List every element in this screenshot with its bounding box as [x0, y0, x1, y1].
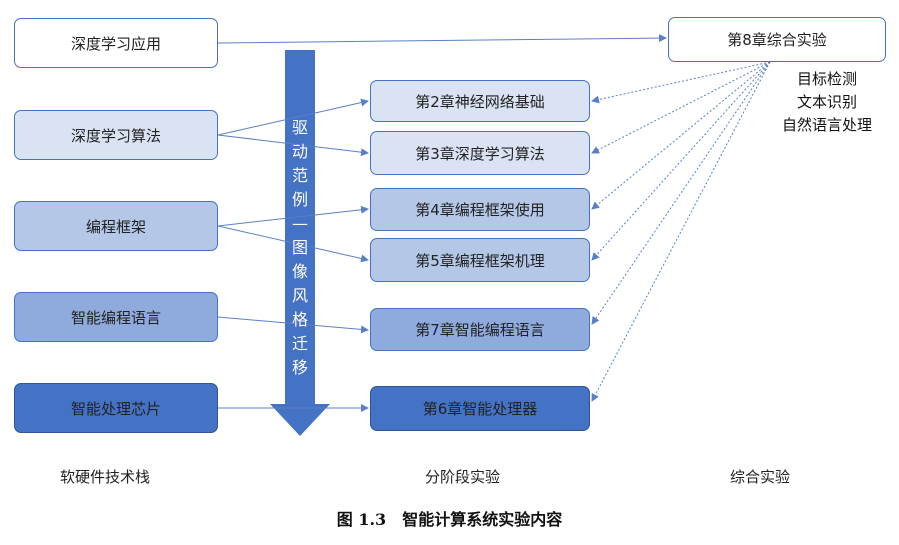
chapter-2-box: 第2章神经网络基础: [370, 80, 590, 122]
stack-item-label: 深度学习算法: [70, 126, 161, 145]
column-footer-stack: 软硬件技术栈: [60, 468, 151, 486]
connector-algo-to-ch3: [217, 134, 369, 157]
chapter-label: 第6章智能处理器: [422, 400, 538, 418]
dotted-to-ch5: [591, 61, 771, 261]
column-footer-comprehensive: 综合实验: [730, 468, 791, 486]
chapter-label: 第2章神经网络基础: [415, 92, 545, 111]
dotted-to-ch4: [591, 61, 771, 210]
connector-algo-to-ch2: [217, 98, 369, 136]
connector-framework-to-ch5: [217, 225, 369, 263]
connector-framework-to-ch4: [217, 205, 369, 227]
figure-caption: 图 1.3 智能计算系统实验内容: [336, 510, 563, 529]
chapter-6-box: 第6章智能处理器: [370, 386, 590, 431]
dotted-to-ch3: [591, 61, 771, 154]
stack-intelligent-processing-chip: 智能处理芯片: [14, 383, 218, 433]
chapter-label: 第7章智能编程语言: [415, 321, 545, 339]
connector-app-to-ch8: [217, 34, 667, 44]
stack-programming-framework: 编程框架: [14, 201, 218, 251]
column-footer-stage: 分阶段实验: [425, 468, 501, 486]
comprehensive-topics: 目标检测 文本识别 自然语言处理: [781, 70, 872, 134]
chapter-8-box: 第8章综合实验: [668, 17, 886, 62]
chapter-label: 第4章编程框架使用: [415, 201, 545, 219]
chapter-3-box: 第3章深度学习算法: [370, 131, 590, 175]
drive-example-label: 驱 动 范 例 — 图 像 风 格 迁 移: [291, 118, 308, 377]
stack-item-label: 智能编程语言: [70, 308, 161, 327]
stack-deep-learning-algorithm: 深度学习算法: [14, 110, 218, 160]
chapter-5-box: 第5章编程框架机理: [370, 238, 590, 282]
stack-item-label: 智能处理芯片: [70, 399, 161, 418]
stack-intelligent-programming-language: 智能编程语言: [14, 292, 218, 342]
connector-lang-to-ch7: [217, 316, 369, 334]
stack-item-label: 编程框架: [85, 217, 146, 236]
chapter-label: 第3章深度学习算法: [415, 144, 545, 163]
stack-item-label: 深度学习应用: [70, 34, 161, 53]
chapter-label: 第5章编程框架机理: [415, 251, 545, 270]
stack-deep-learning-application: 深度学习应用: [14, 18, 218, 68]
chapter-label: 第8章综合实验: [727, 31, 827, 49]
dotted-to-ch7: [591, 61, 771, 325]
chapter-4-box: 第4章编程框架使用: [370, 188, 590, 231]
chapter-7-box: 第7章智能编程语言: [370, 308, 590, 351]
